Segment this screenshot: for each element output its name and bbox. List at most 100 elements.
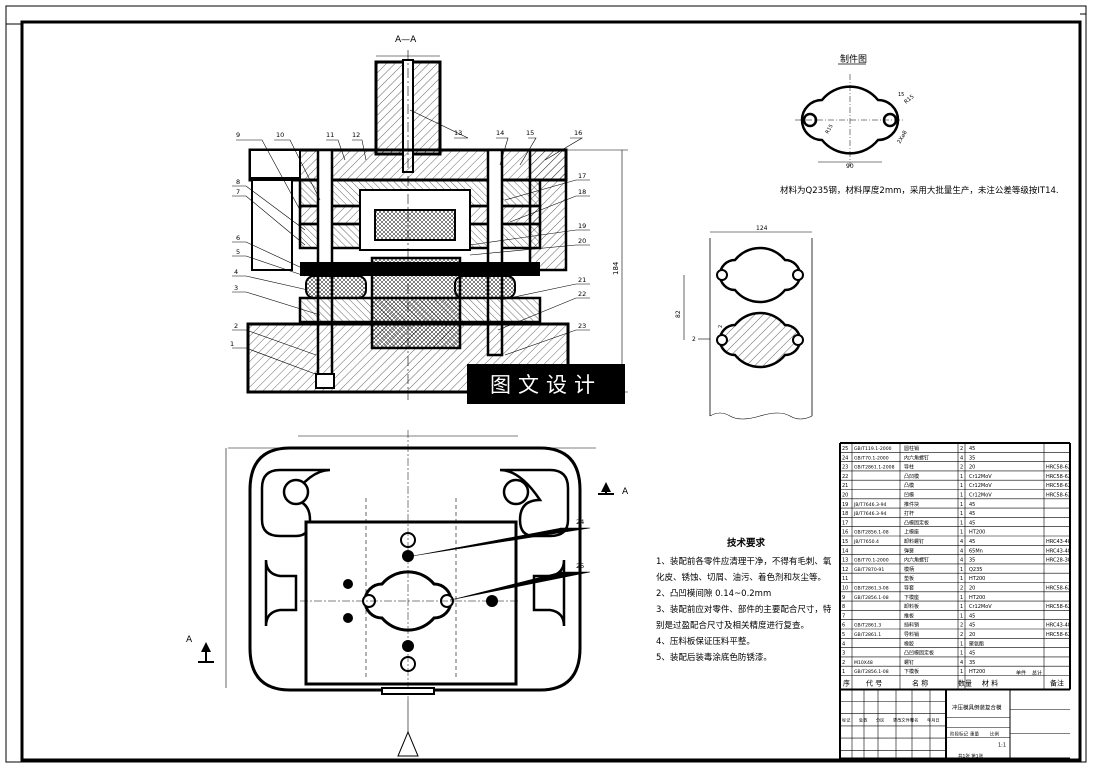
bom-cell: 4	[960, 558, 963, 564]
bom-cell: 卸料螺钉	[904, 538, 924, 545]
bom-cell: 2	[960, 623, 963, 629]
bom-cell: 橡胶	[904, 640, 914, 647]
bom-cell: 卸料板	[904, 603, 919, 610]
bom-header-cell: 名 称	[912, 679, 928, 688]
bom-cell: Cr12MoV	[969, 483, 992, 489]
bom-cell: Cr12MoV	[969, 493, 992, 499]
callout-5: 5	[236, 248, 240, 256]
bom-cell: 4	[960, 548, 963, 554]
height-dim: 184	[612, 261, 620, 275]
bom-cell: 1	[960, 669, 963, 675]
callout-14: 14	[496, 129, 504, 137]
bom-cell: 2	[960, 632, 963, 638]
total-label: 总计	[1032, 670, 1042, 677]
watermark: 图文设计	[467, 364, 625, 404]
bom-cell: 7	[842, 613, 845, 619]
bom-cell: 35	[969, 558, 975, 564]
bom-cell: JB/T7650.4	[853, 539, 879, 545]
bom-cell: 导柱	[904, 464, 914, 471]
material-note: 材料为Q235钢，材料厚度2mm，采用大批量生产，未注公差等级按IT14.	[780, 186, 1059, 196]
bom-cell: HT200	[969, 576, 985, 582]
bom-cell: 4	[842, 641, 845, 647]
bom-cell: 1	[960, 604, 963, 610]
bom-cell: Cr12MoV	[969, 474, 992, 480]
bom-cell: 1	[960, 613, 963, 619]
bom-cell: GB/T2861.1	[854, 632, 881, 638]
bom-cell: 垫板	[904, 575, 914, 582]
bom-cell: 1	[960, 520, 963, 526]
bom-cell: 4	[960, 455, 963, 461]
stage-label: 阶段标记	[950, 731, 968, 738]
bom-cell: HRC58-62	[1046, 483, 1071, 489]
bom-cell: HT200	[969, 595, 985, 601]
tech-req-item: 1、装配前各零件应清理干净，不得有毛刺、氧化皮、锈蚀、切屑、油污、着色剂和灰尘等…	[656, 557, 832, 583]
callout-9: 9	[236, 131, 240, 139]
scale-value: 1:1	[998, 743, 1006, 749]
signature-label: 更改文件号	[893, 717, 914, 724]
tech-req-item: 3、装配前应对零件、部件的主要配合尺寸，特别是过盈配合尺寸及相关精度进行复查。	[656, 605, 832, 631]
part-dim-t2: R15	[825, 123, 835, 135]
bom-cell: HRC58-62	[1046, 632, 1071, 638]
bom-cell: 21	[842, 483, 848, 489]
drawing-title: 冲压模具倒装复合模	[952, 704, 1002, 712]
outer-frame	[5, 5, 1087, 763]
callout-1: 1	[230, 340, 234, 348]
bom-cell: 1	[960, 502, 963, 508]
bom-cell: 45	[969, 539, 975, 545]
bom-cell: 2	[842, 660, 845, 666]
bom-cell: 1	[960, 567, 963, 573]
view-arrow-left: A	[186, 635, 193, 645]
bom-cell: 4	[960, 539, 963, 545]
bom-cell: 1	[960, 493, 963, 499]
callout-18: 18	[578, 188, 586, 196]
bom-cell: 1	[960, 576, 963, 582]
layout-dim-width: 124	[756, 225, 768, 232]
plan-view: 24 25 A A	[186, 430, 629, 757]
bom-cell: 45	[969, 446, 975, 452]
bom-cell: 1	[960, 641, 963, 647]
bom-cell: GB/T70.1-2000	[854, 558, 889, 564]
bom-cell: 20	[969, 632, 975, 638]
bom-cell: 65Mn	[969, 548, 983, 554]
bom-cell: JB/T7646.3-94	[853, 502, 887, 508]
stage-label: 比例	[990, 731, 999, 738]
signature-label: 签名	[910, 717, 918, 724]
bom-cell: HRC28-38	[1046, 558, 1071, 564]
bom-cell: 45	[969, 502, 975, 508]
bom-cell: 4	[960, 660, 963, 666]
bom-cell: 35	[969, 660, 975, 666]
signature-label: 处数	[859, 717, 868, 724]
bom-cell: 弹簧	[904, 547, 914, 554]
bom-cell: HRC58-62	[1046, 474, 1071, 480]
technical-requirements: 技术要求 1、装配前各零件应清理干净，不得有毛刺、氧化皮、锈蚀、切屑、油污、着色…	[656, 536, 836, 666]
callout-20: 20	[578, 237, 586, 245]
bom-cell: 16	[842, 530, 848, 536]
bom-cell: 6	[842, 623, 845, 629]
tech-req-item: 5、装配后装毒涂底色防锈漆。	[656, 653, 772, 663]
bom-cell: HRC58-62	[1046, 465, 1071, 471]
bom-cell: 45	[969, 520, 975, 526]
bom-cell: GB/T2861.3-08	[854, 586, 889, 592]
callout-22: 22	[578, 290, 586, 298]
callout-8: 8	[236, 178, 240, 186]
bom-cell: 24	[842, 455, 848, 461]
bom-cell: 上模座	[904, 529, 919, 536]
bom-cell: Q235	[969, 567, 982, 573]
bom-cell: 22	[842, 474, 848, 480]
bom-cell: 挡料销	[904, 622, 919, 629]
bom-cell: 螺钉	[904, 659, 914, 666]
layout-dim-gap: 2	[718, 325, 724, 328]
bom-cell: 20	[969, 586, 975, 592]
callout-13: 13	[454, 129, 462, 137]
layout-dim-side: 2	[692, 336, 696, 343]
bom-cell: 凸凹模	[904, 473, 919, 480]
signature-label: 年月日	[927, 717, 940, 724]
bom-cell: 12	[842, 567, 848, 573]
bom-cell: 1	[960, 530, 963, 536]
bom-cell: 凸模	[904, 482, 914, 489]
layout-dim-pitch: 82	[675, 310, 682, 318]
bom-cell: HRC43-48	[1046, 539, 1071, 545]
bom-cell: 圆柱销	[904, 445, 919, 452]
bom-cell: HRC43-48	[1046, 548, 1071, 554]
